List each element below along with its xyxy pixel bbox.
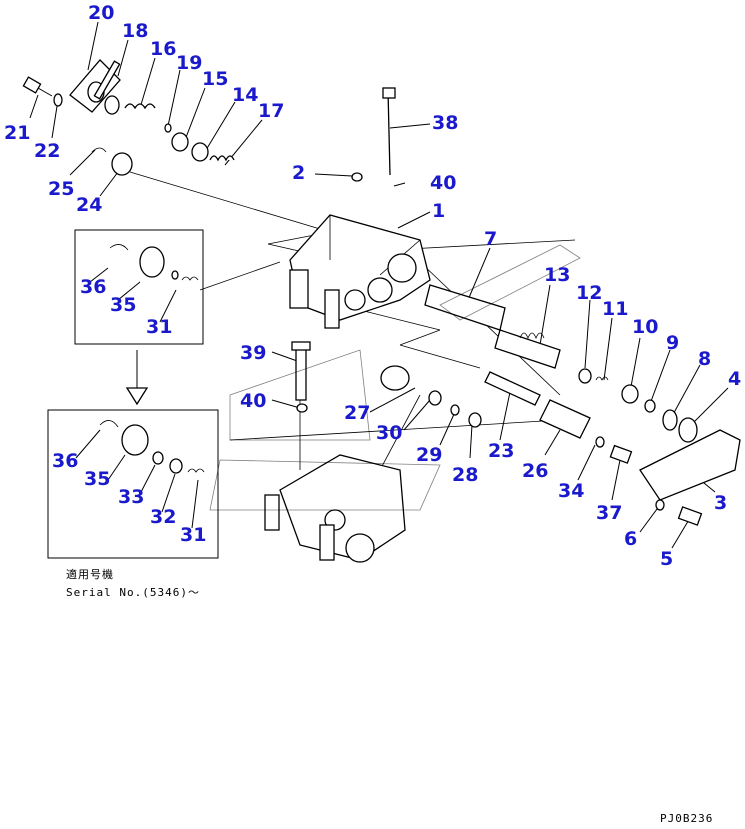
callout-35-inset-b: 35 [84, 468, 111, 490]
callout-12: 12 [576, 282, 603, 304]
applicable-serial-label: 適用号機 [66, 568, 114, 581]
lower-parts [264, 341, 633, 563]
inset-old-parts [89, 244, 199, 323]
callout-31-inset-a: 31 [146, 316, 173, 338]
callout-16: 16 [150, 38, 177, 60]
callout-22: 22 [34, 140, 61, 162]
callout-11: 11 [602, 298, 629, 320]
callout-6: 6 [624, 528, 638, 550]
callout-28: 28 [452, 464, 479, 486]
callout-4: 4 [728, 368, 742, 390]
parts-upper-left [22, 59, 235, 176]
callout-19: 19 [176, 52, 203, 74]
callout-20: 20 [88, 2, 115, 24]
callout-8: 8 [698, 348, 712, 370]
inset-box-new [47, 409, 219, 559]
callout-9: 9 [666, 332, 680, 354]
callout-23: 23 [488, 440, 515, 462]
callout-14: 14 [232, 84, 259, 106]
spool-assembly [424, 284, 741, 526]
inset-new-parts [75, 420, 205, 529]
callout-15: 15 [202, 68, 229, 90]
transition-arrow [125, 350, 149, 406]
callout-1: 1 [432, 200, 446, 222]
callout-36-inset-b: 36 [52, 450, 79, 472]
callout-17: 17 [258, 100, 285, 122]
background-planes [209, 244, 581, 511]
callout-35-inset-a: 35 [110, 294, 137, 316]
callout-38: 38 [432, 112, 459, 134]
callout-26: 26 [522, 460, 549, 482]
callout-18: 18 [122, 20, 149, 42]
serial-number-text: Serial No.(5346)～ [66, 586, 200, 599]
figure-code: PJ0B236 [660, 812, 714, 825]
callout-40-lower: 40 [240, 390, 267, 412]
callout-27: 27 [344, 402, 371, 424]
callout-7: 7 [484, 228, 498, 250]
callout-10: 10 [632, 316, 659, 338]
callout-39: 39 [240, 342, 267, 364]
callout-24: 24 [76, 194, 103, 216]
callout-40: 40 [430, 172, 457, 194]
callout-31-inset-b: 31 [180, 524, 207, 546]
callout-21: 21 [4, 122, 31, 144]
callout-37: 37 [596, 502, 623, 524]
callout-30: 30 [376, 422, 403, 444]
callout-29: 29 [416, 444, 443, 466]
callout-36-inset-a: 36 [80, 276, 107, 298]
callout-3: 3 [714, 492, 728, 514]
callout-5: 5 [660, 548, 674, 570]
callout-33: 33 [118, 486, 145, 508]
callout-32: 32 [150, 506, 177, 528]
valve-body-main [289, 87, 431, 329]
callout-2: 2 [292, 162, 306, 184]
callout-25: 25 [48, 178, 75, 200]
assembly-guide-lines [129, 171, 576, 471]
callout-13: 13 [544, 264, 571, 286]
inset-box-old [74, 229, 204, 345]
callout-34: 34 [558, 480, 585, 502]
